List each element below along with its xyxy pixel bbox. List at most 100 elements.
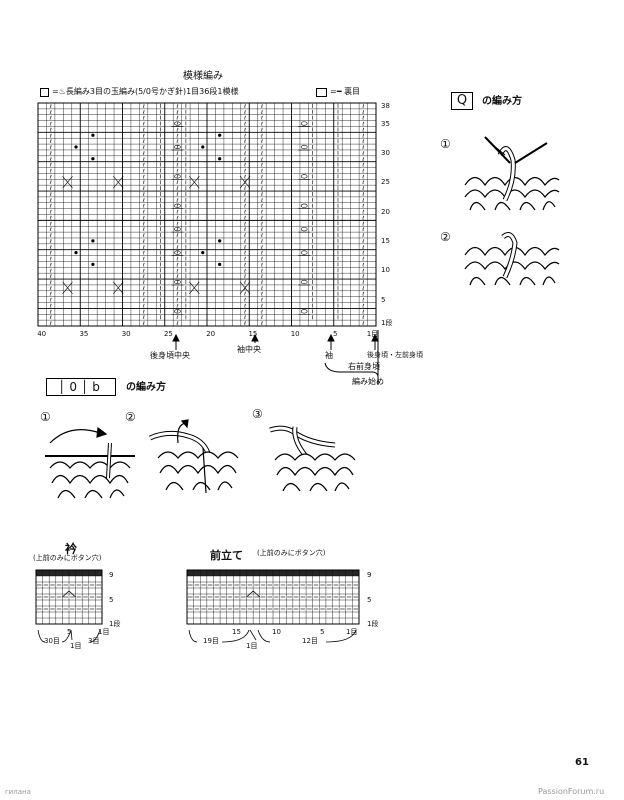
svg-text:ℓ: ℓ: [260, 292, 263, 298]
svg-text:ℓ: ℓ: [175, 145, 178, 151]
svg-text:ℓ: ℓ: [49, 151, 52, 157]
svg-text:ℓ: ℓ: [260, 145, 263, 151]
svg-text:ℓ: ℓ: [142, 204, 145, 210]
svg-text:ℓ: ℓ: [49, 163, 52, 169]
svg-text:ℓ: ℓ: [175, 315, 178, 321]
svg-text:ℓ: ℓ: [142, 116, 145, 122]
svg-text:ℓ: ℓ: [142, 227, 145, 233]
legend-right-text: =━ 裏目: [330, 87, 361, 96]
svg-text:ℓ: ℓ: [243, 192, 246, 198]
legend-symbol-box: [40, 88, 49, 97]
svg-text:ℓ: ℓ: [361, 198, 364, 204]
svg-text:ℓ: ℓ: [49, 221, 52, 227]
svg-text:ℓ: ℓ: [49, 127, 52, 133]
main-col-number: 25: [163, 330, 173, 338]
svg-text:ℓ: ℓ: [260, 286, 263, 292]
svg-text:ℓ: ℓ: [142, 315, 145, 321]
band-row-5: 5: [367, 596, 372, 604]
svg-text:ℓ: ℓ: [49, 145, 52, 151]
band-dim-12: 12目: [302, 637, 318, 645]
svg-text:ℓ: ℓ: [361, 298, 364, 304]
main-col-number: 40: [37, 330, 47, 338]
svg-text:ℓ: ℓ: [175, 186, 178, 192]
svg-text:ℓ: ℓ: [49, 268, 52, 274]
svg-text:ℓ: ℓ: [142, 133, 145, 139]
svg-text:ℓ: ℓ: [243, 215, 246, 221]
collar-dim-30: 30目: [44, 637, 60, 645]
main-row-number: 30: [381, 148, 390, 157]
svg-text:ℓ: ℓ: [243, 221, 246, 227]
svg-text:ℓ: ℓ: [49, 122, 52, 128]
svg-text:ℓ: ℓ: [260, 139, 263, 145]
svg-text:ℓ: ℓ: [361, 127, 364, 133]
collar-note: (上前のみにボタン穴): [33, 554, 102, 562]
svg-text:ℓ: ℓ: [142, 198, 145, 204]
main-row-number: 38: [381, 101, 390, 110]
svg-text:ℓ: ℓ: [175, 127, 178, 133]
q-section-title: の編み方: [482, 96, 522, 107]
main-row-number: 1段: [381, 319, 393, 328]
svg-text:ℓ: ℓ: [361, 174, 364, 180]
svg-text:ℓ: ℓ: [260, 210, 263, 216]
svg-text:ℓ: ℓ: [142, 174, 145, 180]
svg-text:ℓ: ℓ: [260, 116, 263, 122]
svg-text:ℓ: ℓ: [260, 151, 263, 157]
main-col-number: 1目: [366, 330, 379, 338]
collar-col-5: 5: [67, 628, 72, 636]
svg-text:ℓ: ℓ: [49, 280, 52, 286]
svg-text:ℓ: ℓ: [243, 233, 246, 239]
front-band-title: 前立て: [210, 549, 243, 562]
svg-text:ℓ: ℓ: [175, 309, 178, 315]
svg-text:ℓ: ℓ: [142, 122, 145, 128]
svg-text:ℓ: ℓ: [175, 139, 178, 145]
svg-text:ℓ: ℓ: [361, 280, 364, 286]
svg-text:ℓ: ℓ: [260, 104, 263, 110]
svg-text:ℓ: ℓ: [243, 257, 246, 263]
main-chart-grid: ℓℓℓℓℓℓℓℓℓℓℓℓℓℓℓℓℓℓℓℓℓℓℓℓℓℓℓℓℓℓℓℓℓℓℓℓℓℓℓℓ…: [37, 102, 377, 327]
svg-text:ℓ: ℓ: [361, 116, 364, 122]
svg-text:ℓ: ℓ: [260, 186, 263, 192]
lob-step-1-label: ①: [40, 410, 51, 424]
svg-text:ℓ: ℓ: [142, 186, 145, 192]
svg-text:ℓ: ℓ: [142, 168, 145, 174]
band-dim-1: 1目: [246, 642, 258, 650]
band-col-5: 5: [320, 628, 325, 636]
svg-text:ℓ: ℓ: [175, 321, 178, 327]
page-number: 61: [575, 757, 589, 768]
svg-text:ℓ: ℓ: [260, 204, 263, 210]
svg-text:ℓ: ℓ: [243, 268, 246, 274]
svg-text:ℓ: ℓ: [142, 210, 145, 216]
svg-text:ℓ: ℓ: [361, 145, 364, 151]
svg-text:ℓ: ℓ: [175, 204, 178, 210]
svg-text:ℓ: ℓ: [175, 215, 178, 221]
svg-text:ℓ: ℓ: [49, 116, 52, 122]
svg-text:ℓ: ℓ: [49, 309, 52, 315]
svg-text:ℓ: ℓ: [175, 122, 178, 128]
svg-text:ℓ: ℓ: [260, 309, 263, 315]
svg-text:ℓ: ℓ: [260, 163, 263, 169]
svg-text:ℓ: ℓ: [260, 133, 263, 139]
svg-text:ℓ: ℓ: [361, 110, 364, 116]
svg-text:ℓ: ℓ: [175, 239, 178, 245]
svg-text:ℓ: ℓ: [142, 251, 145, 257]
svg-text:ℓ: ℓ: [49, 321, 52, 327]
svg-text:ℓ: ℓ: [175, 251, 178, 257]
svg-text:ℓ: ℓ: [142, 215, 145, 221]
svg-text:ℓ: ℓ: [361, 163, 364, 169]
svg-text:ℓ: ℓ: [361, 239, 364, 245]
svg-text:ℓ: ℓ: [175, 245, 178, 251]
svg-text:ℓ: ℓ: [175, 174, 178, 180]
svg-text:ℓ: ℓ: [260, 127, 263, 133]
svg-text:ℓ: ℓ: [243, 321, 246, 327]
svg-text:ℓ: ℓ: [142, 163, 145, 169]
svg-text:ℓ: ℓ: [49, 227, 52, 233]
svg-text:ℓ: ℓ: [361, 268, 364, 274]
svg-text:ℓ: ℓ: [243, 145, 246, 151]
svg-text:ℓ: ℓ: [175, 227, 178, 233]
main-col-number: 5: [332, 330, 338, 338]
main-chart-title: 模様編み: [183, 71, 223, 82]
main-row-number: 25: [381, 178, 390, 187]
svg-text:ℓ: ℓ: [175, 233, 178, 239]
